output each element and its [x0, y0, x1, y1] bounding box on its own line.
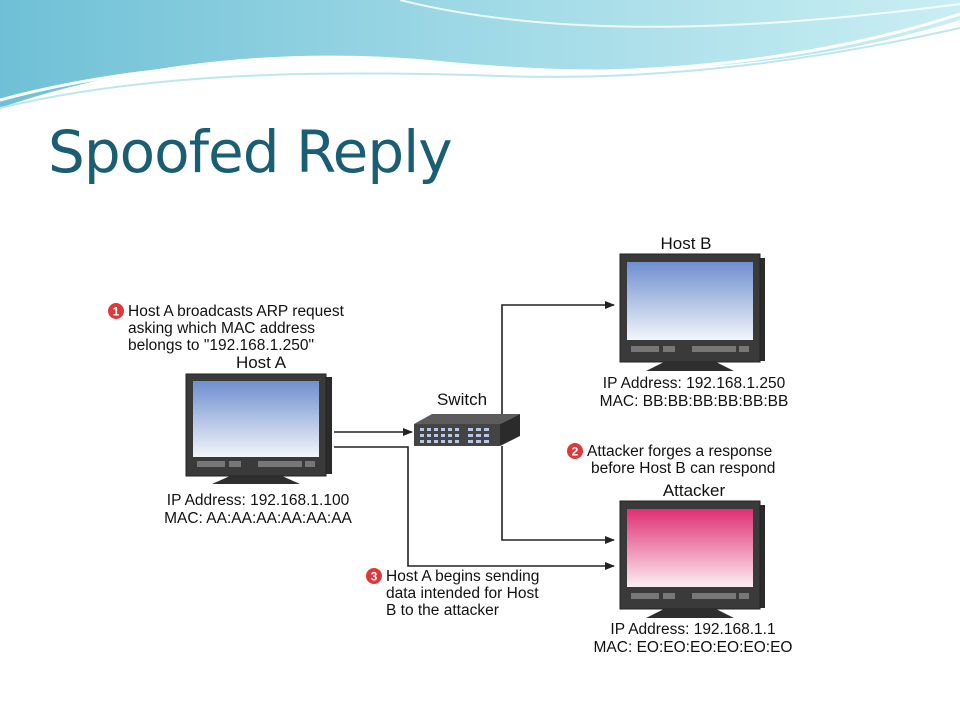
callout-step-3: 3 Host A begins sending data intended fo… [366, 568, 539, 619]
step-badge-1 [108, 303, 124, 319]
link-switch-to-attacker [501, 446, 615, 544]
step-badge-2 [567, 443, 583, 459]
host-b-screen [627, 262, 753, 340]
step-3-line-1: Host A begins sending [386, 568, 539, 585]
step-badge-1-number: 1 [113, 305, 120, 319]
host-a-ip: IP Address: 192.168.1.100 [167, 492, 350, 509]
step-badge-3 [366, 568, 382, 584]
host-b-name: Host B [660, 234, 711, 253]
step-badge-2-number: 2 [572, 445, 579, 459]
step-1-line-3: belongs to "192.168.1.250" [128, 337, 314, 354]
callout-step-1: 1 Host A broadcasts ARP request asking w… [108, 303, 345, 354]
callout-step-2: 2 Attacker forges a response before Host… [567, 443, 775, 477]
link-switch-to-host-b [501, 301, 615, 418]
attacker-screen [627, 509, 753, 587]
switch-label: Switch [437, 390, 487, 409]
attacker-ip: IP Address: 192.168.1.1 [610, 621, 775, 638]
link-host-a-to-attacker [334, 446, 615, 570]
step-2-line-2: before Host B can respond [591, 460, 775, 477]
host-b-computer [619, 253, 765, 371]
step-1-line-1: Host A broadcasts ARP request [128, 303, 345, 320]
host-a-computer [185, 373, 332, 484]
connection-lines [334, 301, 615, 570]
step-3-line-3: B to the attacker [386, 602, 499, 619]
host-b-ip: IP Address: 192.168.1.250 [603, 375, 786, 392]
host-a-screen [193, 381, 319, 457]
step-3-line-2: data intended for Host [386, 585, 539, 602]
switch-ports-icon [420, 428, 489, 443]
attacker-computer [619, 500, 765, 618]
host-a-name: Host A [236, 353, 287, 372]
attacker-mac: MAC: EO:EO:EO:EO:EO:EO [594, 639, 793, 656]
network-switch [414, 414, 520, 446]
host-a-mac: MAC: AA:AA:AA:AA:AA:AA [164, 510, 352, 527]
slide-title: Spoofed Reply [48, 118, 453, 186]
step-2-line-1: Attacker forges a response [587, 443, 772, 460]
attacker-name: Attacker [663, 481, 726, 500]
header-wave-decoration [0, 0, 960, 109]
host-b-mac: MAC: BB:BB:BB:BB:BB:BB [600, 393, 789, 410]
step-1-line-2: asking which MAC address [128, 320, 315, 337]
step-badge-3-number: 3 [371, 570, 378, 584]
